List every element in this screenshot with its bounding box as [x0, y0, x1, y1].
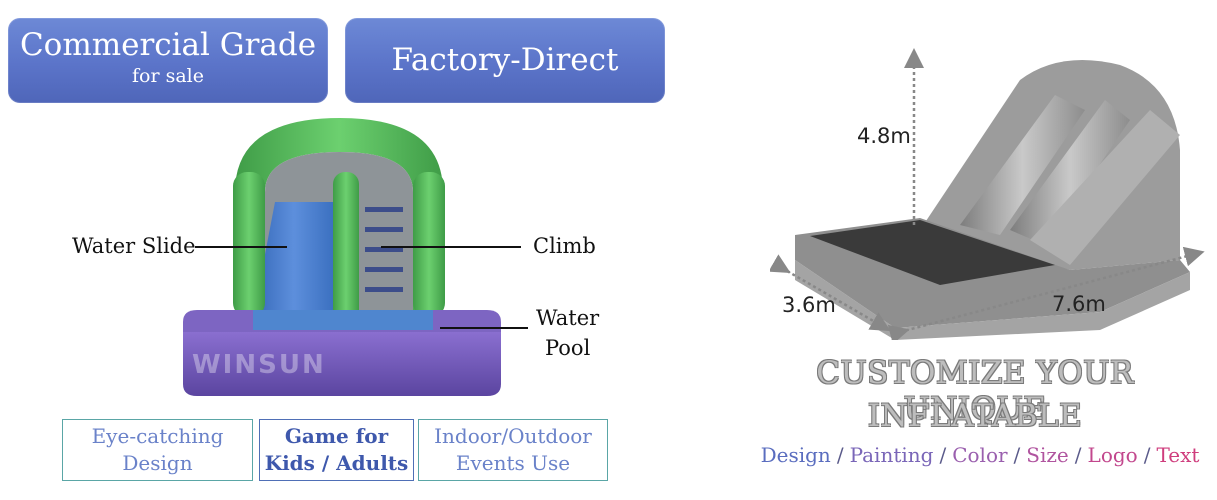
option-design: Design: [760, 443, 831, 467]
water-slide-image: [183, 118, 501, 396]
water-pool-label-line2: Pool: [545, 336, 591, 360]
length-dimension: 7.6m: [1052, 292, 1106, 316]
option-text: Text: [1156, 443, 1200, 467]
gray-slide-model-image: [770, 48, 1205, 340]
option-separator: /: [1074, 443, 1082, 467]
water-pool-label-line1: Water: [536, 306, 600, 330]
feature-indoor-outdoor-line1: Indoor/Outdoor: [434, 424, 592, 448]
feature-kids-adults: Game for Kids / Adults: [259, 419, 414, 481]
width-dimension: 3.6m: [782, 293, 836, 317]
climb-label: Climb: [533, 234, 596, 258]
commercial-grade-subtitle: for sale: [132, 65, 204, 87]
factory-direct-badge: Factory-Direct: [345, 18, 665, 103]
option-separator: /: [1013, 443, 1021, 467]
height-dimension: 4.8m: [857, 124, 911, 148]
feature-kids-adults-line2: Kids / Adults: [264, 451, 409, 475]
feature-indoor-outdoor: Indoor/Outdoor Events Use: [418, 419, 608, 481]
customize-headline-line1: CUSTOMIZE YOUR UNIQUE: [816, 355, 1134, 427]
water-slide-pointer: [195, 246, 287, 248]
water-pool-pointer: [440, 327, 528, 329]
customization-options: Design/Painting/Color/Size/Logo/Text: [745, 443, 1215, 467]
climb-pointer: [381, 246, 521, 248]
option-color: Color: [952, 443, 1008, 467]
customize-headline-line2: INFLATABLE: [867, 398, 1083, 434]
commercial-grade-title: Commercial Grade: [19, 27, 317, 63]
feature-eye-catching-line1: Eye-catching: [91, 424, 224, 448]
option-separator: /: [836, 443, 844, 467]
brand-watermark: WINSUN: [192, 350, 326, 380]
option-size: Size: [1026, 443, 1069, 467]
factory-direct-title: Factory-Direct: [391, 42, 619, 78]
commercial-grade-badge: Commercial Grade for sale: [8, 18, 328, 103]
feature-eye-catching: Eye-catching Design: [62, 419, 253, 481]
feature-indoor-outdoor-line2: Events Use: [455, 451, 571, 475]
option-separator: /: [939, 443, 947, 467]
option-painting: Painting: [849, 443, 934, 467]
water-slide-label: Water Slide: [72, 234, 196, 258]
option-logo: Logo: [1087, 443, 1138, 467]
feature-eye-catching-line2: Design: [122, 451, 193, 475]
feature-kids-adults-line1: Game for: [284, 424, 389, 448]
option-separator: /: [1143, 443, 1151, 467]
